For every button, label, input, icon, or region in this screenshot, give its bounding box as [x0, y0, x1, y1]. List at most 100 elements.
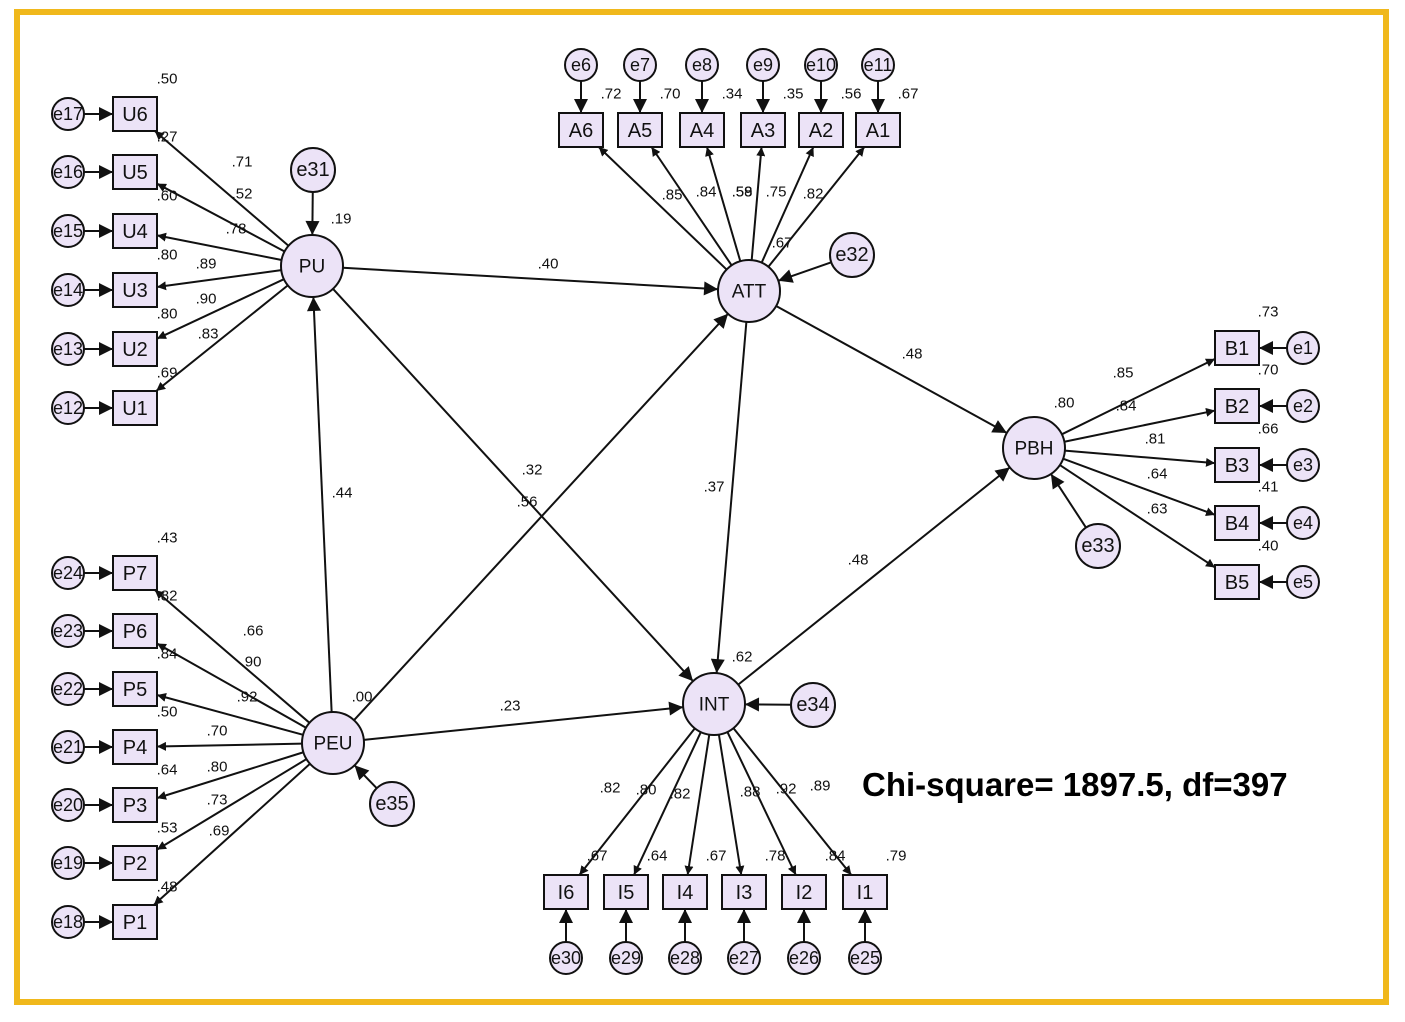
indicator-r2-p6: .82 [157, 588, 178, 605]
indicator-label-u6: U6 [122, 104, 148, 126]
indicator-p1 [112, 904, 158, 940]
error-label-e11: e11 [864, 55, 893, 75]
error-e17 [51, 97, 85, 131]
indicator-p4 [112, 729, 158, 765]
loading-arrow-a2 [760, 146, 815, 264]
error-label-e29: e29 [611, 948, 641, 968]
indicator-i5 [603, 874, 649, 910]
indicator-label-u4: U4 [122, 221, 148, 243]
indicator-label-p6: P6 [123, 621, 147, 643]
error-arrow-e33 [1050, 473, 1087, 529]
loading-i2: .92 [776, 781, 797, 798]
indicator-label-b3: B3 [1225, 455, 1249, 477]
indicator-p3 [112, 787, 158, 823]
error-arrow-e32 [777, 261, 832, 283]
indicator-r2-i5: .64 [647, 848, 668, 865]
error-label-e15: e15 [53, 221, 83, 241]
loading-a2: .75 [766, 184, 787, 201]
indicator-u5 [112, 154, 158, 190]
latent-label-peu: PEU [313, 734, 352, 755]
loading-arrow-p7 [154, 589, 311, 724]
loading-arrow-p4 [156, 741, 303, 751]
indicator-b2 [1214, 388, 1260, 424]
indicator-r2-a6: .72 [601, 86, 622, 103]
indicator-r2-a5: .70 [660, 86, 681, 103]
error-e22 [51, 672, 85, 706]
latent-r2-att: .67 [772, 235, 793, 252]
error-e18 [51, 905, 85, 939]
loading-arrow-b4 [1062, 457, 1216, 516]
diagram-frame [14, 9, 1389, 1005]
loading-arrow-a4 [705, 146, 742, 262]
loading-i3: .88 [740, 784, 761, 801]
error-label-e27: e27 [729, 948, 759, 968]
loading-arrow-i1 [732, 727, 853, 876]
path-peu-int [363, 701, 684, 741]
indicator-label-a2: A2 [809, 120, 833, 142]
error-e27 [727, 941, 761, 975]
loading-i6: .82 [600, 780, 621, 797]
error-e1 [1286, 331, 1320, 365]
indicator-label-p1: P1 [123, 912, 147, 934]
path-pu-int [332, 288, 694, 682]
loading-arrow-p1 [153, 763, 311, 906]
error-e35 [369, 781, 415, 827]
error-label-e17: e17 [53, 104, 83, 124]
latent-r2-pu: .19 [331, 211, 352, 228]
path-coef-pu-att: .40 [538, 256, 559, 273]
error-label-e21: e21 [53, 737, 83, 757]
indicator-label-a3: A3 [751, 120, 775, 142]
error-label-e9: e9 [753, 55, 773, 75]
loading-u3: .89 [196, 256, 217, 273]
error-e32 [829, 232, 875, 278]
loading-u6: .71 [232, 154, 253, 171]
loading-u1: .83 [198, 326, 219, 343]
indicator-r2-a1: .67 [898, 86, 919, 103]
indicator-r2-b5: .40 [1258, 538, 1279, 555]
path-coef-peu-att: .32 [522, 462, 543, 479]
loading-a1: .82 [803, 186, 824, 203]
error-label-e22: e22 [53, 679, 83, 699]
indicator-label-i3: I3 [736, 882, 753, 904]
error-label-e31: e31 [296, 159, 329, 181]
latent-att [717, 259, 781, 323]
indicator-label-u2: U2 [122, 339, 148, 361]
indicator-label-u5: U5 [122, 162, 148, 184]
loading-b3: .81 [1145, 431, 1166, 448]
indicator-label-p3: P3 [123, 795, 147, 817]
indicator-label-p2: P2 [123, 853, 147, 875]
indicator-p7 [112, 555, 158, 591]
error-e14 [51, 273, 85, 307]
indicator-label-p5: P5 [123, 679, 147, 701]
loading-u5: .52 [232, 186, 253, 203]
loading-p6: .90 [241, 654, 262, 671]
loading-arrow-i6 [578, 727, 696, 876]
indicator-label-a1: A1 [866, 120, 890, 142]
error-label-e24: e24 [53, 563, 83, 583]
error-label-e5: e5 [1293, 572, 1313, 592]
loading-arrow-i2 [726, 731, 797, 876]
error-label-e33: e33 [1081, 535, 1114, 557]
loading-arrow-b2 [1064, 407, 1216, 443]
error-e26 [787, 941, 821, 975]
indicator-u1 [112, 390, 158, 426]
indicator-a1 [855, 112, 901, 148]
error-label-e19: e19 [53, 853, 83, 873]
error-label-e20: e20 [53, 795, 83, 815]
stray-label-0: .00 [352, 689, 373, 706]
indicator-label-u1: U1 [122, 398, 148, 420]
error-label-e23: e23 [53, 621, 83, 641]
indicator-b3 [1214, 447, 1260, 483]
error-e28 [668, 941, 702, 975]
loading-u4: .78 [226, 221, 247, 238]
indicator-r2-i4: .67 [706, 848, 727, 865]
latent-label-att: ATT [732, 282, 767, 303]
indicator-u2 [112, 331, 158, 367]
loading-b2: .84 [1116, 398, 1137, 415]
error-e21 [51, 730, 85, 764]
error-e10 [804, 48, 838, 82]
error-label-e16: e16 [53, 162, 83, 182]
loading-arrow-a3 [750, 146, 766, 261]
path-peu-pu [306, 296, 333, 713]
